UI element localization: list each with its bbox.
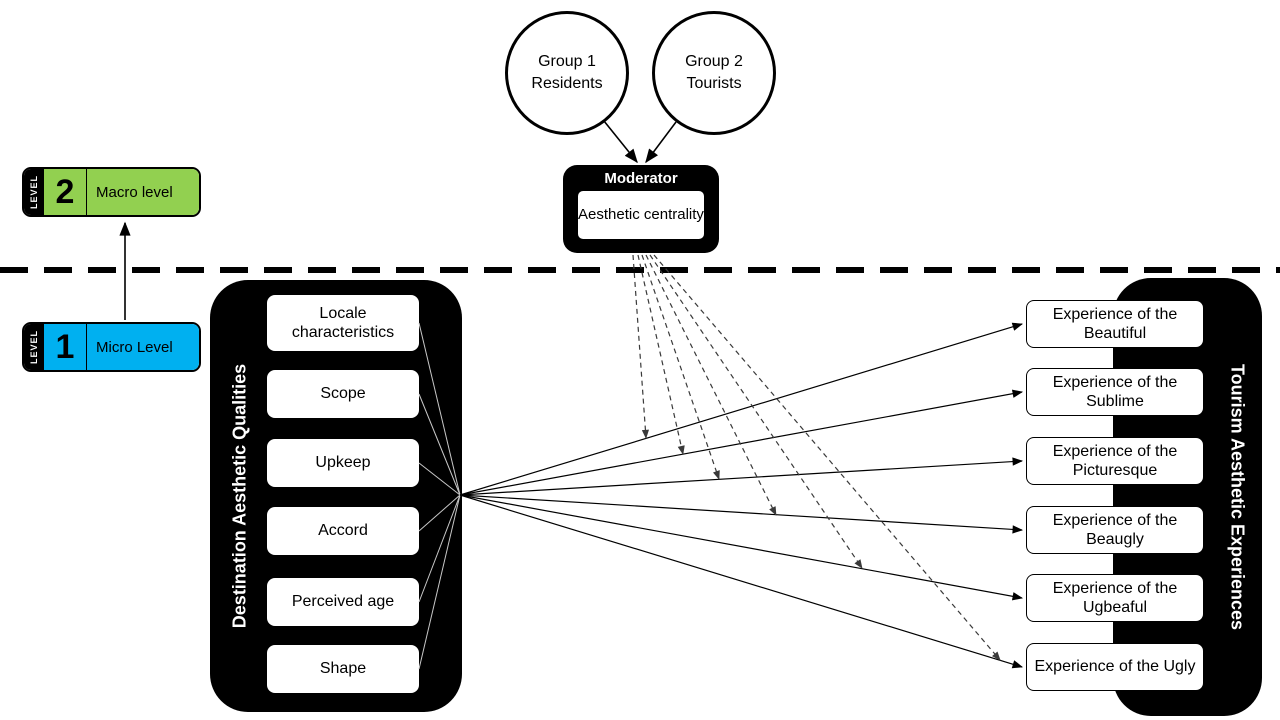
experience-picturesque: Experience of the Picturesque <box>1026 437 1204 485</box>
moderation-arrow-sublime <box>637 254 685 455</box>
group-1-line2: Residents <box>531 75 603 92</box>
group2-to-moderator-arrow <box>645 121 677 164</box>
level-2-strip: LEVEL <box>24 169 44 215</box>
experience-beaugly: Experience of the Beaugly <box>1026 506 1204 554</box>
level-2-number: 2 <box>44 169 87 215</box>
level-1-strip: LEVEL <box>24 324 44 370</box>
level-2-body: 2 Macro level <box>44 169 199 215</box>
quality-accord: Accord <box>267 507 419 555</box>
level-2-badge: LEVEL 2 Macro level <box>22 167 201 217</box>
path-to-beaugly <box>459 494 1024 534</box>
group-2-line1: Group 2 <box>685 53 743 71</box>
experience-sublime: Experience of the Sublime <box>1026 368 1204 416</box>
group-1-line1: Group 1 <box>538 53 596 71</box>
moderator-box: Moderator Aesthetic centrality <box>563 165 719 253</box>
moderation-arrow-picturesque <box>641 254 720 480</box>
group-2-line2: Tourists <box>686 75 742 92</box>
group1-to-moderator-arrow <box>603 120 638 164</box>
level-2-word: LEVEL <box>29 174 40 210</box>
quality-upkeep: Upkeep <box>267 439 419 487</box>
path-to-sublime <box>459 389 1024 496</box>
level-2-label: Macro level <box>96 183 173 201</box>
moderation-arrow-beautiful <box>632 254 650 439</box>
quality-shape: Shape <box>267 645 419 693</box>
quality-scope: Scope <box>267 370 419 418</box>
moderation-arrow-beaugly <box>645 254 777 516</box>
level-1-badge: LEVEL 1 Micro Level <box>22 322 201 372</box>
level-1-label: Micro Level <box>96 338 173 356</box>
quality-perceived-age: Perceived age <box>267 578 419 626</box>
group-2-circle: Group 2 Tourists <box>652 11 776 135</box>
moderation-arrow-ugbeaful <box>649 254 863 569</box>
left-panel-title: Destination Aesthetic Qualities <box>229 363 250 629</box>
path-to-picturesque <box>459 457 1024 496</box>
experience-ugly: Experience of the Ugly <box>1026 643 1204 691</box>
group-1-circle: Group 1 Residents <box>505 11 629 135</box>
path-to-ugbeaful <box>459 494 1024 601</box>
moderator-item-aesthetic-centrality: Aesthetic centrality <box>578 191 704 239</box>
experience-ugbeaful: Experience of the Ugbeaful <box>1026 574 1204 622</box>
level-1-word: LEVEL <box>29 329 40 365</box>
quality-locale-characteristics: Locale characteristics <box>267 295 419 351</box>
moderation-arrow-ugly <box>653 254 1001 661</box>
level-1-number: 1 <box>44 324 87 370</box>
path-to-beautiful <box>459 322 1024 496</box>
level-1-body: 1 Micro Level <box>44 324 199 370</box>
right-panel-title: Tourism Aesthetic Experiences <box>1227 363 1248 631</box>
moderator-title: Moderator <box>604 170 678 187</box>
path-to-ugly <box>459 494 1024 669</box>
experience-beautiful: Experience of the Beautiful <box>1026 300 1204 348</box>
